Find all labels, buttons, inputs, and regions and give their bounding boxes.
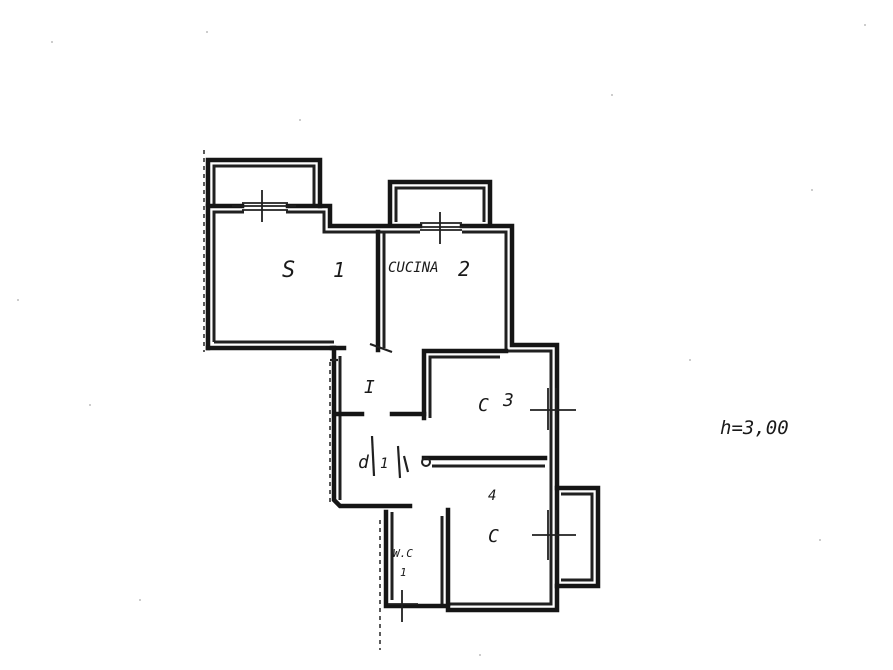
- room-label-disimpegno: d: [358, 452, 370, 473]
- room-label-camera1: C: [478, 395, 489, 416]
- room-label-soggiorno-s: S: [282, 258, 295, 283]
- room-label-camera2-n: 4: [488, 488, 496, 504]
- window-kitchen: [410, 212, 470, 244]
- room-label-cucina: CUCINA: [388, 260, 439, 276]
- scan-noise: [17, 24, 866, 656]
- height-note: h=3,00: [720, 417, 789, 439]
- room-label-disimpegno-n: 1: [380, 456, 388, 472]
- room-label-camera2: C: [488, 526, 499, 547]
- room-label-wc-sub: 1: [400, 566, 407, 579]
- wall-room-c3: [421, 348, 509, 421]
- room-label-camera1-n: 3: [502, 390, 514, 411]
- window-c3: [530, 388, 576, 430]
- room-label-wc: W.C: [393, 547, 413, 560]
- balcony-kitchen: [387, 179, 493, 225]
- wall-wc: [383, 509, 451, 609]
- window-living: [232, 190, 296, 222]
- balcony-living: [205, 157, 323, 209]
- balcony-c4: [554, 485, 601, 589]
- outer-wall: [205, 203, 560, 613]
- room-label-soggiorno-n: 1: [333, 258, 345, 282]
- room-label-cucina-n: 2: [458, 257, 470, 281]
- wall-hall: [331, 345, 413, 509]
- room-label-ingresso: I: [364, 377, 375, 398]
- window-c4: [532, 510, 576, 560]
